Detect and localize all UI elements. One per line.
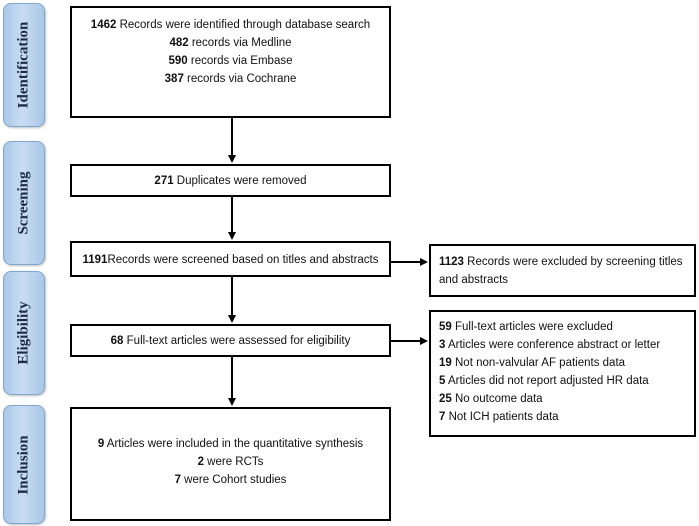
excluded-screening-line-2: and abstracts [439,274,509,286]
fulltext-count: 68 [110,335,124,347]
excluded-screening-box: 1123 Records were excluded by screening … [429,244,696,297]
excluded-fulltext-line: 5 Articles did not report adjusted HR da… [439,372,694,390]
cohort-text: were Cohort studies [180,474,287,486]
duplicates-box: 271 Duplicates were removed [70,164,391,197]
embase-count: 590 [168,55,188,67]
fulltext-line: 68 Full-text articles were assessed for … [72,332,389,350]
medline-text: records via Medline [188,37,292,49]
included-line: 7 were Cohort studies [72,471,389,489]
not-ich-count: 7 [439,411,446,423]
no-outcome-count: 25 [439,393,452,405]
excluded-fulltext-count: 59 [439,321,452,333]
stage-label-eligibility: Eligibility [3,271,45,395]
duplicates-text: Duplicates were removed [173,175,307,187]
identification-line: 482 records via Medline [72,34,389,52]
stage-label-identification: Identification [3,3,45,127]
identification-line: 590 records via Embase [72,52,389,70]
excluded-fulltext-line: 59 Full-text articles were excluded [439,318,694,336]
identification-total-count: 1462 [90,19,117,31]
stage-label-screening: Screening [3,141,45,265]
rct-text: were RCTs [203,456,264,468]
duplicates-line: 271 Duplicates were removed [72,172,389,190]
medline-count: 482 [169,37,189,49]
included-text: Articles were included in the quantitati… [104,438,364,450]
excluded-fulltext-box: 59 Full-text articles were excluded 3 Ar… [429,310,696,437]
excluded-fulltext-line: 7 Not ICH patients data [439,408,694,426]
adjusted-hr-count: 5 [439,375,446,387]
adjusted-hr-text: Articles did not report adjusted HR data [445,375,649,387]
fulltext-box: 68 Full-text articles were assessed for … [70,324,391,357]
excluded-screening-count: 1123 [439,256,464,268]
excluded-screening-text: Records were excluded by screening title… [463,256,683,268]
excluded-screening-line: 1123 Records were excluded by screening … [439,253,694,271]
conference-count: 3 [439,339,446,351]
screened-text: Records were screened based on titles an… [107,254,379,266]
excluded-fulltext-text: Full-text articles were excluded [451,321,613,333]
included-line: 2 were RCTs [72,453,389,471]
cochrane-text: records via Cochrane [183,73,297,85]
identification-line: 387 records via Cochrane [72,70,389,88]
not-ich-text: Not ICH patients data [445,411,559,423]
excluded-fulltext-line: 25 No outcome data [439,390,694,408]
rct-count: 2 [197,456,204,468]
cohort-count: 7 [174,474,181,486]
identification-box: 1462 Records were identified through dat… [70,6,391,118]
included-line: 9 Articles were included in the quantita… [72,435,389,453]
screened-box: 1191Records were screened based on title… [70,241,391,277]
included-box: 9 Articles were included in the quantita… [70,407,391,521]
stage-label-inclusion: Inclusion [3,405,45,524]
included-count: 9 [97,438,105,450]
embase-text: records via Embase [187,55,293,67]
excluded-fulltext-line: 19 Not non-valvular AF patients data [439,354,694,372]
no-outcome-text: No outcome data [451,393,543,405]
cochrane-count: 387 [164,73,184,85]
non-valvular-text: Not non-valvular AF patients data [451,357,626,369]
conference-text: Articles were conference abstract or let… [445,339,661,351]
excluded-fulltext-line: 3 Articles were conference abstract or l… [439,336,694,354]
fulltext-text: Full-text articles were assessed for eli… [123,335,351,347]
duplicates-count: 271 [154,175,174,187]
identification-line: 1462 Records were identified through dat… [72,16,389,34]
identification-total-text: Records were identified through database… [116,19,371,31]
screened-line: 1191Records were screened based on title… [72,251,389,269]
non-valvular-count: 19 [439,357,452,369]
screened-count: 1191 [82,254,108,266]
